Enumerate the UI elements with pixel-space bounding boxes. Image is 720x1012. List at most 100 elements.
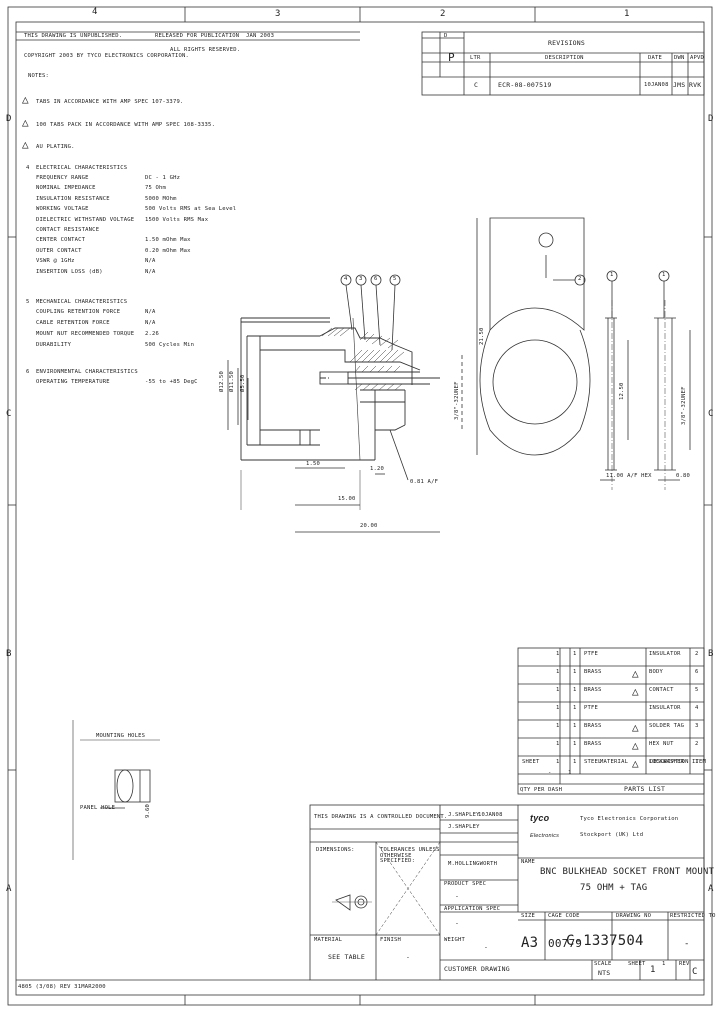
app-spec-label: APPLICATION SPEC (444, 906, 501, 912)
parts-desc: CONTACT (649, 687, 674, 693)
dash-2: 1 (568, 770, 572, 776)
mechanical-value: 500 Cycles Min (145, 342, 195, 348)
revisions-col-ltr: LTR (470, 55, 481, 61)
electrical-label: INSERTION LOSS (dB) (36, 268, 103, 275)
parts-material: BRASS (584, 723, 602, 729)
electrical-label: CONTACT RESISTANCE (36, 227, 100, 233)
revisions-col-date: DATE (648, 55, 663, 61)
electrical-value: N/A (145, 268, 156, 275)
note-3: AU PLATING. (36, 144, 75, 150)
sheet-size: A3 (521, 935, 539, 951)
parts-material: BRASS (584, 741, 602, 747)
dimensions-label: DIMENSIONS: (316, 847, 355, 853)
name-label: NAME (521, 859, 536, 865)
parts-item: 2 (695, 651, 699, 657)
dash-1: - (548, 770, 552, 776)
parts-desc: SOLDER TAG (649, 723, 685, 729)
note-flag-icon: △ (22, 93, 29, 106)
balloon: 4 (344, 276, 348, 282)
parts-flag-icon: △ (632, 721, 639, 734)
company-city: Stockport (UK) Ltd (580, 832, 644, 838)
material-value: SEE TABLE (328, 953, 366, 961)
note-number: 6 (26, 369, 30, 375)
revision-dwn: JMS (673, 81, 686, 89)
mounting-dim: 9.60 (145, 803, 151, 818)
dim-3: 20.00 (360, 523, 378, 529)
parts-qty: 1 (556, 759, 560, 765)
footer-form: 4805 (3/08) REV 31MAR2000 (18, 984, 106, 990)
parts-flag-icon: △ (632, 667, 639, 680)
parts-list-title: PARTS LIST (624, 785, 666, 793)
note-flag-icon: △ (22, 116, 29, 129)
sheet-value: 1 (650, 965, 656, 975)
mounting-label: PANEL HOLE (80, 805, 116, 811)
dim-side-thickness: 0.80 (676, 473, 691, 479)
rev-label: REV (679, 961, 690, 967)
qty-label: QTY PER DASH (520, 787, 563, 793)
dim-v1: Ø12.50 (219, 370, 225, 392)
revision-ltr: C (474, 81, 479, 89)
electrical-label: CENTER CONTACT (36, 237, 86, 244)
balloon: 1 (610, 272, 614, 278)
company-logo: tyco (530, 813, 550, 823)
zone-label-side: B (6, 649, 12, 659)
parts-desc: HEX NUT (649, 741, 674, 747)
electrical-label: DIELECTRIC WITHSTAND VOLTAGE (36, 216, 135, 223)
parts-item: 1 (695, 759, 699, 765)
zone-label-side: D (708, 114, 714, 124)
note-6: ENVIRONMENTAL CHARACTERISTICS (36, 369, 138, 375)
note-5: MECHANICAL CHARACTERISTICS (36, 299, 128, 305)
balloon: 1 (662, 272, 666, 278)
note-flag-icon: △ (22, 138, 29, 151)
zone-label-top: 3 (275, 9, 281, 19)
zone-label-side: A (6, 884, 12, 894)
electrical-value: 0.20 mOhm Max (145, 247, 191, 254)
parts-qty: 1 (556, 687, 560, 693)
mechanical-label: MOUNT NUT RECOMMENDED TORQUE (36, 331, 135, 337)
product-spec-label: PRODUCT SPEC (444, 881, 487, 887)
revision-apvd: RVK (689, 81, 702, 89)
balloon: 6 (374, 276, 378, 282)
weight-value: - (484, 943, 489, 951)
revisions-col-dwn: DWN (674, 55, 685, 61)
dim-step: 1.20 (370, 466, 385, 472)
dim-v2: Ø11.50 (229, 370, 235, 392)
revisions-p: P (448, 51, 455, 64)
parts-qty: 1 (556, 741, 560, 747)
weight-label: WEIGHT (444, 937, 466, 943)
revisions-col-apvd: APVD (690, 55, 705, 61)
balloon: 5 (393, 276, 397, 282)
parts-desc: BODY (649, 669, 664, 675)
parts-flag-icon: △ (632, 757, 639, 770)
zone-label-top: 1 (624, 9, 630, 19)
parts-num: 1 (573, 651, 577, 657)
dim-4: 0.81 A/F (410, 479, 439, 485)
revision-desc: ECR-08-007519 (498, 81, 552, 89)
electrical-value: 500 Volts RMS at Sea Level (145, 206, 237, 213)
cage-code: 00779 (548, 937, 583, 950)
mounting-title: MOUNTING HOLES (96, 733, 146, 739)
header-date: JAN 2003 (246, 33, 275, 39)
parts-flag-icon: △ (632, 739, 639, 752)
electrical-label: OUTER CONTACT (36, 247, 82, 254)
mechanical-value: 2.26 (145, 331, 160, 337)
controlled-doc: THIS DRAWING IS A CONTROLLED DOCUMENT. (314, 814, 448, 820)
balloon: 2 (578, 276, 582, 282)
parts-material: PTFE (584, 651, 599, 657)
checked-by: J.SHAPLEY (448, 824, 480, 830)
cage-label: CAGE CODE (548, 913, 580, 919)
parts-head-sheet: SHEET (522, 759, 540, 765)
electrical-label: WORKING VOLTAGE (36, 206, 89, 213)
revisions-title: REVISIONS (548, 39, 586, 47)
header-unpublished: THIS DRAWING IS UNPUBLISHED. (24, 33, 123, 39)
part-name-1: BNC BULKHEAD SOCKET FRONT MOUNT (540, 867, 715, 877)
mechanical-label: DURABILITY (36, 342, 72, 348)
header-rights: ALL RIGHTS RESERVED. (170, 47, 241, 53)
electrical-label: INSULATION RESISTANCE (36, 195, 110, 202)
drawn-date: 10JAN08 (478, 812, 503, 818)
dim-side-thread: 3/8"-32UNEF (681, 386, 687, 425)
parts-head-material: MATERIAL (600, 759, 629, 765)
dim-v3: Ø5.50 (240, 374, 246, 392)
mechanical-value: N/A (145, 320, 156, 326)
revisions-col-desc: DESCRIPTION (545, 55, 584, 61)
